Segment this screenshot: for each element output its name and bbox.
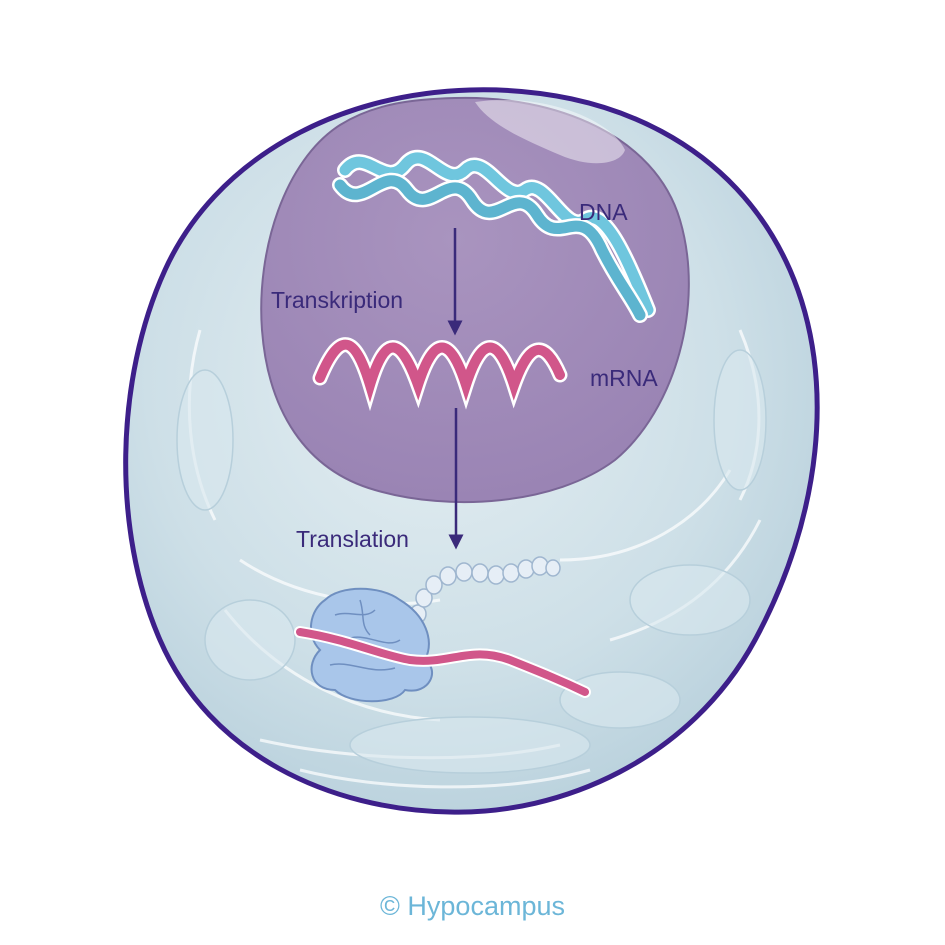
cytoplasm-lobes [176,349,767,774]
copyright-credit: © Hypocampus [380,891,565,921]
mrna-label: mRNA [590,365,658,391]
translation-label: Translation [296,526,409,552]
mrna-strand-cytoplasm [294,626,591,698]
nucleus-highlight [475,99,625,164]
dna-label: DNA [579,199,628,225]
mrna-strand-icon [312,337,568,412]
dna-helix-icon [332,149,656,323]
transkription-label: Transkription [271,287,404,313]
